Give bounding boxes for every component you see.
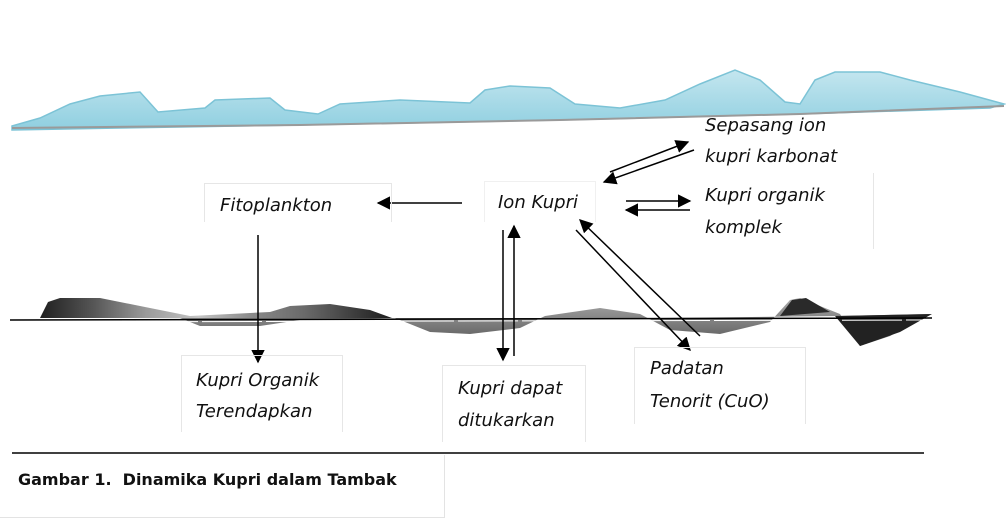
sediment-layer bbox=[10, 298, 932, 346]
node-fitoplankton: Fitoplankton bbox=[220, 190, 332, 222]
arrow-from-carbonate bbox=[604, 150, 694, 182]
node-ion-kupri: Ion Kupri bbox=[498, 187, 578, 219]
water-surface bbox=[12, 70, 1004, 130]
node-carbonate-line1: Sepasang ion bbox=[705, 110, 826, 142]
node-tenorite-line2: Tenorit (CuO) bbox=[650, 386, 770, 418]
node-deposited-line1: Kupri Organik bbox=[196, 365, 319, 397]
node-carbonate-line2: kupri karbonat bbox=[705, 141, 837, 173]
node-exchangeable-line2: ditukarkan bbox=[458, 405, 555, 437]
node-tenorite-line1: Padatan bbox=[650, 353, 724, 385]
node-deposited-line2: Terendapkan bbox=[196, 396, 312, 428]
node-exchangeable-line1: Kupri dapat bbox=[458, 373, 562, 405]
figure-caption: Gambar 1. Dinamika Kupri dalam Tambak bbox=[18, 470, 397, 489]
node-organic-complex-line2: komplek bbox=[705, 212, 782, 244]
arrow-to-tenorite bbox=[576, 230, 690, 350]
node-organic-complex-line1: Kupri organik bbox=[705, 180, 825, 212]
